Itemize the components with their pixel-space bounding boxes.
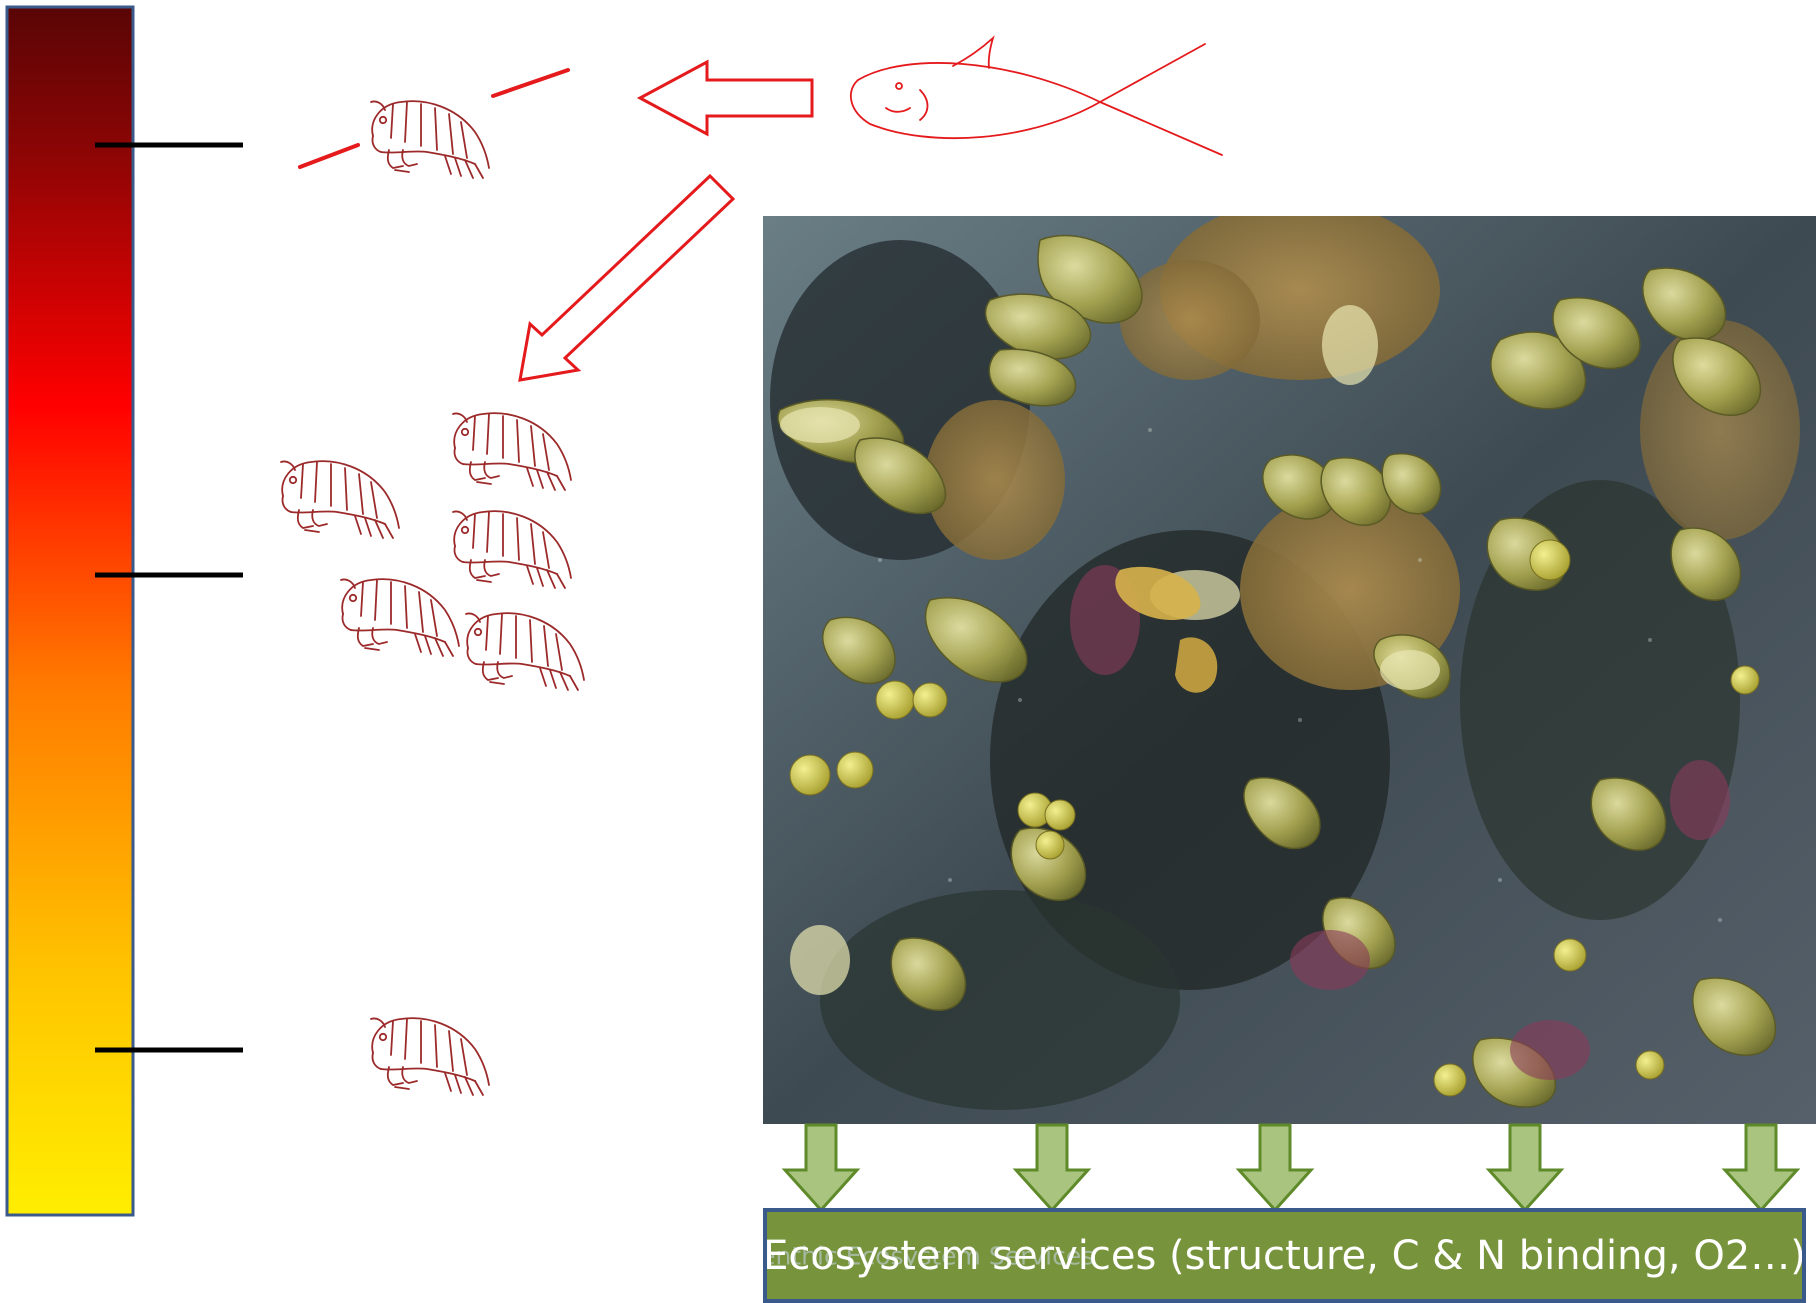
amphipod-icon — [281, 461, 399, 538]
arrow-fish-to-amphipod-group — [520, 176, 733, 380]
predation-dash-left — [300, 145, 358, 167]
amphipod-icon — [453, 511, 571, 588]
ecosystem-services-label: Ecosystem services (structure, C & N bin… — [763, 1233, 1806, 1279]
predation-dash-right — [493, 70, 568, 96]
gradient-scale-bar — [7, 7, 133, 1215]
down-arrow-icon — [785, 1125, 857, 1210]
amphipod-bottom — [371, 1018, 489, 1095]
amphipod-icon — [453, 413, 571, 490]
down-arrow-icon — [1239, 1125, 1311, 1210]
down-arrow-icon — [1016, 1125, 1088, 1210]
amphipod-top-group — [300, 70, 568, 178]
amphipod-icon — [371, 101, 489, 178]
ecosystem-services-box: Benthic Ecosystem Services Ecosystem ser… — [763, 1208, 1806, 1303]
amphipod-icon — [371, 1018, 489, 1095]
amphipod-cluster — [281, 413, 584, 690]
seaweed-photo — [763, 200, 1816, 1124]
amphipod-icon — [466, 613, 584, 690]
arrow-fish-to-top-amphipod — [640, 62, 812, 134]
down-arrow-icon — [1725, 1125, 1797, 1210]
down-arrow-icon — [1489, 1125, 1561, 1210]
fish-outline-icon — [851, 38, 1222, 155]
green-arrows — [785, 1125, 1797, 1210]
amphipod-icon — [341, 579, 459, 656]
